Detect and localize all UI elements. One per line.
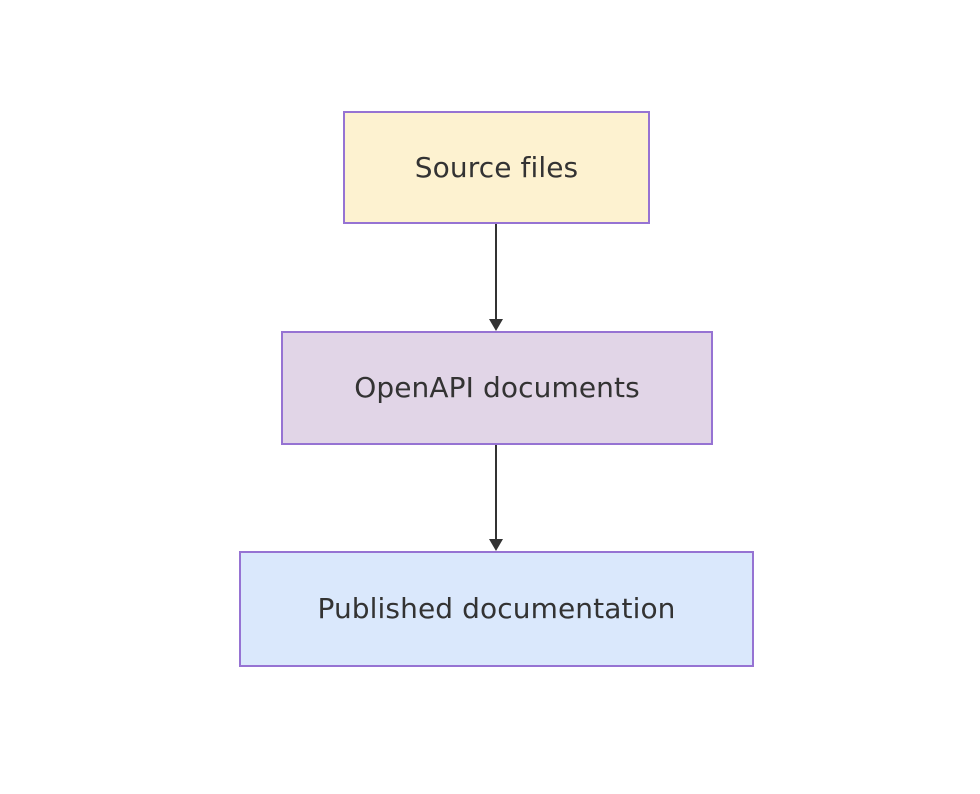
node-openapi-documents[interactable]: OpenAPI documents: [281, 331, 713, 445]
node-published-documentation[interactable]: Published documentation: [239, 551, 754, 667]
edge-openapi-to-published: [489, 445, 503, 551]
node-published-documentation-label: Published documentation: [317, 592, 676, 625]
edge-source-to-openapi: [489, 224, 503, 331]
node-source-files[interactable]: Source files: [343, 111, 650, 224]
node-openapi-documents-label: OpenAPI documents: [354, 371, 640, 404]
node-source-files-label: Source files: [414, 150, 579, 184]
